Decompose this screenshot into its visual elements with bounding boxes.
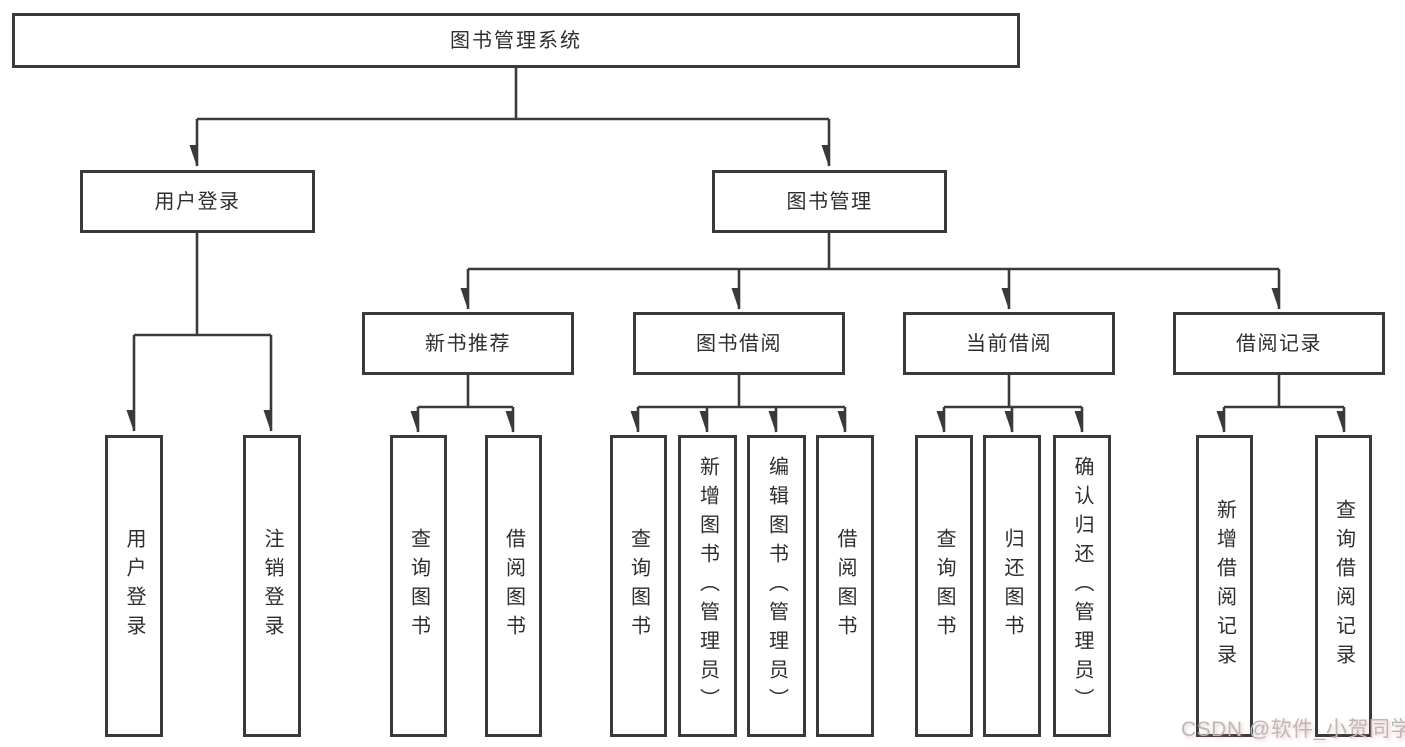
leaf-label: 新增借阅记录 <box>1213 499 1236 673</box>
leaf-user-login: 用户登录 <box>105 435 163 737</box>
node-user-login: 用户登录 <box>80 170 315 233</box>
node-label: 用户登录 <box>154 190 241 213</box>
leaf-borrow-book: 借阅图书 <box>816 435 874 737</box>
leaf-label: 借阅图书 <box>502 528 525 644</box>
node-label: 图书管理 <box>786 190 873 213</box>
leaf-logout: 注销登录 <box>243 435 301 737</box>
leaf-label: 确认归还（管理员） <box>1071 455 1093 717</box>
leaf-query-borrow-record: 查询借阅记录 <box>1315 435 1372 737</box>
leaf-recommend-query-book: 查询图书 <box>390 435 447 737</box>
node-label: 图书借阅 <box>696 332 782 355</box>
connector-current-borrow-split <box>944 375 1084 432</box>
connector-user-login-split <box>134 233 273 431</box>
connector-book-management-split <box>468 233 1281 309</box>
leaf-label: 查询图书 <box>933 528 955 644</box>
leaf-label: 借阅图书 <box>834 528 856 644</box>
leaf-borrow-query-book: 查询图书 <box>610 435 667 737</box>
leaf-label: 归还图书 <box>1001 528 1023 644</box>
leaf-label: 查询借阅记录 <box>1332 499 1355 673</box>
connector-root-split <box>197 68 831 166</box>
connector-book-borrow-split <box>638 375 847 432</box>
connector-new-book-split <box>418 375 515 432</box>
node-label: 图书管理系统 <box>450 29 582 52</box>
connector-borrow-record-split <box>1224 375 1346 432</box>
leaf-label: 查询图书 <box>627 528 650 644</box>
leaf-current-query-book: 查询图书 <box>915 435 973 737</box>
node-library-management-system: 图书管理系统 <box>12 13 1020 68</box>
node-label: 借阅记录 <box>1236 332 1322 355</box>
node-book-management: 图书管理 <box>712 170 947 233</box>
node-current-borrow: 当前借阅 <box>903 312 1115 375</box>
leaf-label: 注销登录 <box>261 528 283 644</box>
node-borrow-record: 借阅记录 <box>1173 312 1385 375</box>
leaf-label: 新增图书（管理员） <box>696 455 719 717</box>
leaf-recommend-borrow-book: 借阅图书 <box>485 435 542 737</box>
node-book-borrow: 图书借阅 <box>633 312 845 375</box>
leaf-label: 编辑图书（管理员） <box>765 455 788 717</box>
node-label: 当前借阅 <box>966 332 1052 355</box>
leaf-edit-book-admin: 编辑图书（管理员） <box>747 435 806 737</box>
leaf-label: 查询图书 <box>407 528 430 644</box>
leaf-label: 用户登录 <box>123 528 145 644</box>
leaf-return-book: 归还图书 <box>983 435 1041 737</box>
node-label: 新书推荐 <box>425 332 511 355</box>
csdn-watermark: CSDN @软件_小贺同学 <box>1181 718 1405 741</box>
node-new-book-recommend: 新书推荐 <box>362 312 574 375</box>
leaf-confirm-return-admin: 确认归还（管理员） <box>1053 435 1111 737</box>
leaf-add-book-admin: 新增图书（管理员） <box>678 435 737 737</box>
leaf-add-borrow-record: 新增借阅记录 <box>1196 435 1253 737</box>
